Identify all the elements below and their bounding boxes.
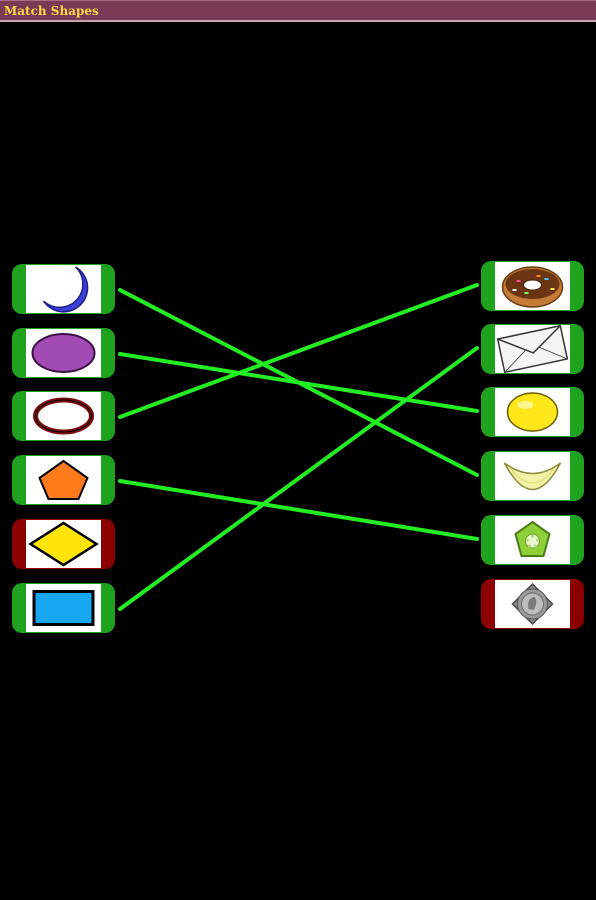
left-tile-purple-oval[interactable] [12, 328, 115, 378]
connections-layer [118, 283, 479, 611]
connector-line [118, 479, 479, 541]
right-tile-okra-slice[interactable] [481, 515, 584, 565]
lemon-icon [506, 392, 559, 432]
left-tile-orange-pentagon[interactable] [12, 455, 115, 505]
tiles-layer [12, 261, 584, 633]
purple-oval-icon [31, 333, 96, 373]
crescent-moon-icon [42, 266, 89, 313]
envelope-icon [496, 324, 569, 374]
app-title: Match Shapes [4, 4, 99, 18]
connector-line [118, 346, 479, 611]
coin-icon [511, 582, 554, 626]
right-tile-envelope[interactable] [481, 324, 584, 374]
right-tile-lemon[interactable] [481, 387, 584, 437]
right-tile-melon-slice[interactable] [481, 451, 584, 501]
yellow-diamond-icon [28, 521, 99, 567]
left-tile-blue-rectangle[interactable] [12, 583, 115, 633]
right-tile-donut[interactable] [481, 261, 584, 311]
left-tile-yellow-diamond[interactable] [12, 519, 115, 569]
connector-line [118, 352, 479, 413]
connector-line [118, 283, 479, 419]
okra-slice-icon [514, 520, 551, 557]
left-tile-red-ring[interactable] [12, 391, 115, 441]
donut-icon [501, 266, 564, 308]
left-tile-crescent-moon[interactable] [12, 264, 115, 314]
orange-pentagon-icon [38, 459, 89, 500]
title-bar: Match Shapes [0, 0, 596, 22]
melon-slice-icon [503, 462, 562, 491]
red-ring-icon [33, 397, 94, 435]
blue-rectangle-icon [32, 590, 95, 626]
right-tile-coin[interactable] [481, 579, 584, 629]
